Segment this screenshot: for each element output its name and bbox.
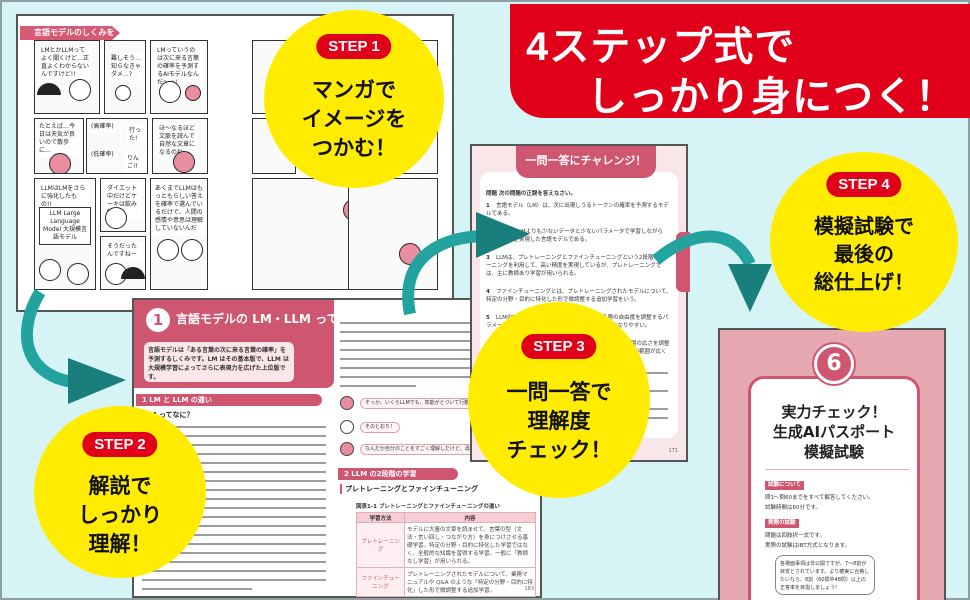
step-4-badge: STEP 4 模擬試験で 最後の 総仕上げ！ [770,152,958,332]
quiz-title: 一問一答にチャレンジ！ [516,146,656,178]
avatar [340,442,354,456]
manga-panel: ほ～なるほど文脈を読んで自然な文章になるのね [152,118,208,174]
exam-label: 試験について [765,481,804,490]
chapter-number: 1 [146,308,170,332]
headline-banner: 4ステップ式で しっかり身につく！ [510,4,970,119]
section-heading: 2 LLM の2段階の学習 [338,468,458,480]
page-number: 171 [668,448,678,454]
avatar [340,420,354,434]
manga-panel: たとえば…今日は天気が良いので散歩に… [34,118,84,174]
chapter-header: 1 言語モデルの LM・LLM ってなに？ 言語モデルは「ある言葉の次に来る言葉… [134,300,375,388]
body-text [142,426,326,597]
exam-title-line: 生成AIパスポート [772,423,896,441]
manga-panel: あくまでLLMはもっともらしい答えを確率で選んでいるだけで、人間の感情や意思は理… [150,178,208,290]
chapter-lead: 言語モデルは「ある言葉の次に来る言葉の確率」を予測するしくみです。LM はその基… [144,342,294,382]
manga-panel: LMっていうのは次に来る言葉の確率を予測するAIモデルなんだ～っ! [150,40,208,114]
body-text [340,322,530,394]
table-row: ファインチューニング プレトレーニングされたモデルについて、業務マニュアルや Q… [356,567,536,597]
step-2-badge: STEP 2 解説で しっかり 理解！ [34,406,206,578]
page-number: 183 [524,586,534,592]
headline-line1: 4ステップ式で [526,25,796,69]
manga-panel: 難しそう… 知らなきゃダメ…? [104,40,146,114]
chat-line: そっか。いくらLLMでも、知能がとづいて行動を決定するっていう [340,396,520,410]
table-caption: 図表1-1 プレトレーニングとファインチューニングの違い [356,504,500,510]
chat-line: そのとおり！ [340,420,470,434]
step-3-badge: STEP 3 一問一答で 理解度 チェック！ [468,302,650,498]
manga-panel: (高確率) 行った! (低確率) りんご!! [86,118,148,174]
character-face [69,79,91,101]
manga-panel: ダイエット中だけどケーキは飲み物! [100,178,146,232]
chapter-title: 言語モデルの LM・LLM ってなに？ [176,312,375,326]
section-heading: 1 LM と LLM の違い [136,394,322,406]
headline-line2: しっかり身につく！ [587,75,956,119]
manga-ribbon: 言語モデルのしくみを押さえよう！ [20,26,120,40]
exam-title-line: 模擬試験 [803,443,864,461]
table-row: プレトレーニング モデルに大量の文章を読ませて、言葉の型（文法・言い回し・つなが… [356,522,536,568]
manga-panel [348,178,438,290]
quiz-instruction: 問題 次の問題の正誤を答えなさい。 [486,191,576,197]
subsection-heading: プレトレーニングとファインチューニング [340,484,478,494]
exam-title-line: 実力チェック！ [781,403,887,421]
exam-label: 実際の試験 [765,519,799,528]
comparison-table: 学習方法 内容 プレトレーニング モデルに大量の文章を読ませて、言葉の型（文法・… [356,512,536,597]
step-1-badge: STEP 1 マンガで イメージを つかむ！ [264,10,444,188]
avatar [340,396,354,410]
manga-panel: LLMはLMをさらに強化したもの!! LLM Large Language Mo… [34,178,96,290]
mock-exam-page: 実力チェック！ 生成AIパスポート 模擬試験 試験について 問1〜問60までをす… [718,328,946,600]
manga-panel: LMとかLLMってよく聞くけど…正直よくわからないんですけど!! [34,40,100,114]
speech-bubble: 各場面事項は非公開ですが、7〜8割が目安とされています。より確実に合格したいなら… [775,555,875,595]
manga-panel: そうだったんですねー [100,236,146,290]
chapter-number: 6 [814,344,854,384]
